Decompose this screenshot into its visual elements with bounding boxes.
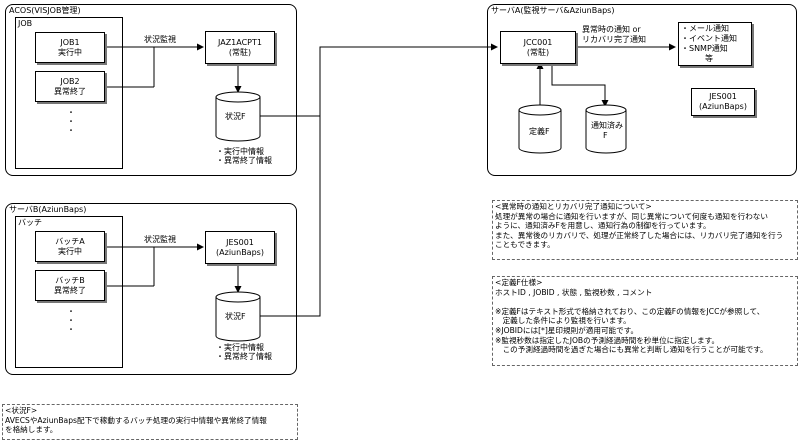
note-line: ホストID , JOBID , 状態 , 監視秒数 , コメント xyxy=(495,287,653,297)
note-line: 定義した条件により監視を行います。 xyxy=(495,316,631,326)
batch-b-status: 異常終了 xyxy=(54,285,86,295)
server-b-info-line-1: ・実行中情報 xyxy=(216,343,264,352)
job2-name: JOB2 xyxy=(60,76,80,86)
notification-outputs-box[interactable]: ・メール通知 ・イベント通知 ・SNMP通知 等 xyxy=(678,22,752,66)
acos-status-file-label: 状況F xyxy=(225,112,246,121)
note-line: 処理が異常の場合に通知を行いますが、同じ異常について何度も通知を行わない xyxy=(495,211,768,221)
jaz-agent-box[interactable]: JAZ1ACPT1 (常駐) xyxy=(205,31,275,64)
batch-group xyxy=(15,216,123,368)
notified-file-label-2: F xyxy=(603,131,608,140)
batch-continuation-dots: ・・・ xyxy=(67,307,75,334)
batch-a-box[interactable]: バッチA 実行中 xyxy=(35,231,105,262)
batch-a-name: バッチA xyxy=(55,236,85,246)
jcc-mode: (常駐) xyxy=(526,47,550,57)
batch-group-label: バッチ xyxy=(18,218,42,227)
note-line: ※監視秒数は指定したJOBの予測経過時間を秒単位に指定します。 xyxy=(495,335,720,345)
jaz-agent-mode: (常駐) xyxy=(228,47,252,57)
server-b-monitor-label: 状況監視 xyxy=(144,235,176,244)
job-continuation-dots: ・・・ xyxy=(67,108,75,135)
job1-name: JOB1 xyxy=(60,37,80,47)
note-line: また、異常後のリカバリで、処理が正常終了した場合には、リカバリ完了通知を行う xyxy=(495,230,784,240)
acos-info-line-1: ・実行中情報 xyxy=(216,147,264,156)
jes-a-box[interactable]: JES001 (AziunBaps) xyxy=(691,88,755,116)
note-line: ※JOBIDには[*]星印規則が適用可能です。 xyxy=(495,325,639,335)
jes-b-agent-name: JES001 xyxy=(226,237,254,247)
note-line: <状況F> xyxy=(5,406,38,415)
output-mail: ・メール通知 xyxy=(681,24,729,33)
batch-b-box[interactable]: バッチB 異常終了 xyxy=(35,270,105,301)
note-line: ※定義Fはテキスト形式で格納されており、この定義Fの情報をJCCが参照して、 xyxy=(495,306,765,316)
acos-title: ACOS(VISJOB管理) xyxy=(9,6,81,15)
note-line: <異常時の通知とリカバリ完了通知について> xyxy=(495,202,652,211)
jes-a-mode: (AziunBaps) xyxy=(699,102,747,111)
note-line: この予測経過時間を過ぎた場合にも異常と判断し通知を行うことが可能です。 xyxy=(495,345,768,355)
batch-b-name: バッチB xyxy=(55,275,85,285)
notified-file-label-1: 通知済み xyxy=(591,121,623,130)
jes-b-agent-mode: (AziunBaps) xyxy=(216,247,264,257)
server-a-title: サーバA(監視サーバ&AziunBaps) xyxy=(491,6,615,15)
job-group-label: JOB xyxy=(18,19,33,28)
server-b-panel xyxy=(5,203,297,375)
server-b-info-line-2: ・異常終了情報 xyxy=(216,352,272,361)
acos-monitor-label: 状況監視 xyxy=(144,35,176,44)
note-line: こともできます。 xyxy=(495,240,555,250)
job-group xyxy=(15,17,123,169)
note-line: <定義F仕様> xyxy=(495,278,543,287)
definition-file-spec-note: <定義F仕様> ホストID , JOBID , 状態 , 監視秒数 , コメント… xyxy=(492,276,798,366)
note-line: ように、通知済みFを用意し、通知行為の制御を行っています。 xyxy=(495,221,711,231)
batch-a-status: 実行中 xyxy=(58,246,82,256)
note-line: AVECSやAziunBaps配下で稼動するバッチ処理の実行中情報や異常終了情報 xyxy=(5,415,267,425)
abnormal-notification-note: <異常時の通知とリカバリ完了通知について> 処理が異常の場合に通知を行いますが、… xyxy=(492,200,798,260)
server-b-status-file-label: 状況F xyxy=(225,312,246,321)
jes-a-name: JES001 xyxy=(709,92,737,101)
job2-box[interactable]: JOB2 異常終了 xyxy=(35,71,105,102)
notify-label-line-1: 異常時の通知 or xyxy=(582,25,641,34)
note-line xyxy=(495,297,795,307)
job2-status: 異常終了 xyxy=(54,86,86,96)
jcc-box[interactable]: JCC001 (常駐) xyxy=(500,31,576,64)
output-snmp: ・SNMP通知 xyxy=(681,44,728,53)
server-a-panel xyxy=(487,4,797,176)
acos-info-line-2: ・異常終了情報 xyxy=(216,156,272,165)
status-file-note: <状況F> AVECSやAziunBaps配下で稼動するバッチ処理の実行中情報や… xyxy=(2,404,298,440)
acos-panel xyxy=(5,4,297,176)
jcc-name: JCC001 xyxy=(523,37,553,47)
note-line: を格納します。 xyxy=(5,425,58,435)
jaz-agent-name: JAZ1ACPT1 xyxy=(218,37,262,47)
job1-status: 実行中 xyxy=(58,47,82,57)
notify-label-line-2: リカバリ完了通知 xyxy=(582,35,646,44)
output-event: ・イベント通知 xyxy=(681,34,737,43)
jes-b-agent-box[interactable]: JES001 (AziunBaps) xyxy=(205,231,275,264)
server-b-title: サーバB(AziunBaps) xyxy=(9,205,87,214)
def-file-label: 定義F xyxy=(529,127,550,136)
job1-box[interactable]: JOB1 実行中 xyxy=(35,32,105,63)
output-etc: 等 xyxy=(705,54,713,63)
